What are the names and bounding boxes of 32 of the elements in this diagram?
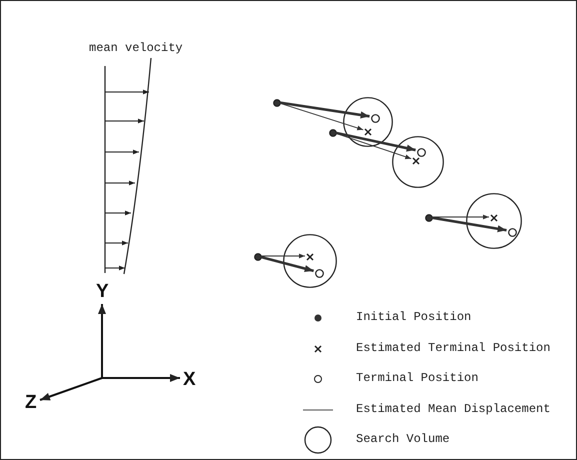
filled-dot: [254, 253, 262, 261]
filled-dot: [273, 99, 281, 107]
hollow-dot: [370, 114, 380, 122]
legend-label: Estimated Terminal Position: [356, 340, 550, 354]
axis-label: Y: [96, 281, 109, 303]
hollow-dot: [314, 268, 324, 278]
arrow: [260, 256, 314, 272]
search-volume-circle: [343, 97, 393, 147]
arrow: [260, 254, 306, 258]
cross-mark: [412, 157, 420, 165]
legend-label: Initial Position: [356, 310, 472, 324]
cross-mark: [490, 214, 498, 222]
arrow: [279, 102, 364, 130]
cross-mark: [364, 128, 372, 136]
search-volume-circle: [466, 193, 522, 249]
filled-dot: [425, 214, 433, 222]
axis-title: mean velocity: [89, 41, 183, 55]
legend-label: Estimated Mean Displacement: [356, 402, 550, 416]
search-volume-circle: [392, 136, 444, 188]
filled-dot: [329, 129, 337, 137]
legend-label: Terminal Position: [356, 371, 478, 385]
legend-label: Search Volume: [356, 432, 450, 446]
arrow: [280, 101, 370, 119]
arrow: [432, 216, 507, 232]
hollow-dot: [416, 148, 426, 156]
arrow: [432, 214, 490, 220]
hollow-dot: [508, 228, 516, 236]
axis-label: X: [183, 369, 196, 391]
arrow: [336, 132, 416, 152]
axis-label: Z: [25, 392, 37, 414]
cross-mark: [306, 253, 314, 261]
search-volume-circle: [283, 234, 337, 288]
